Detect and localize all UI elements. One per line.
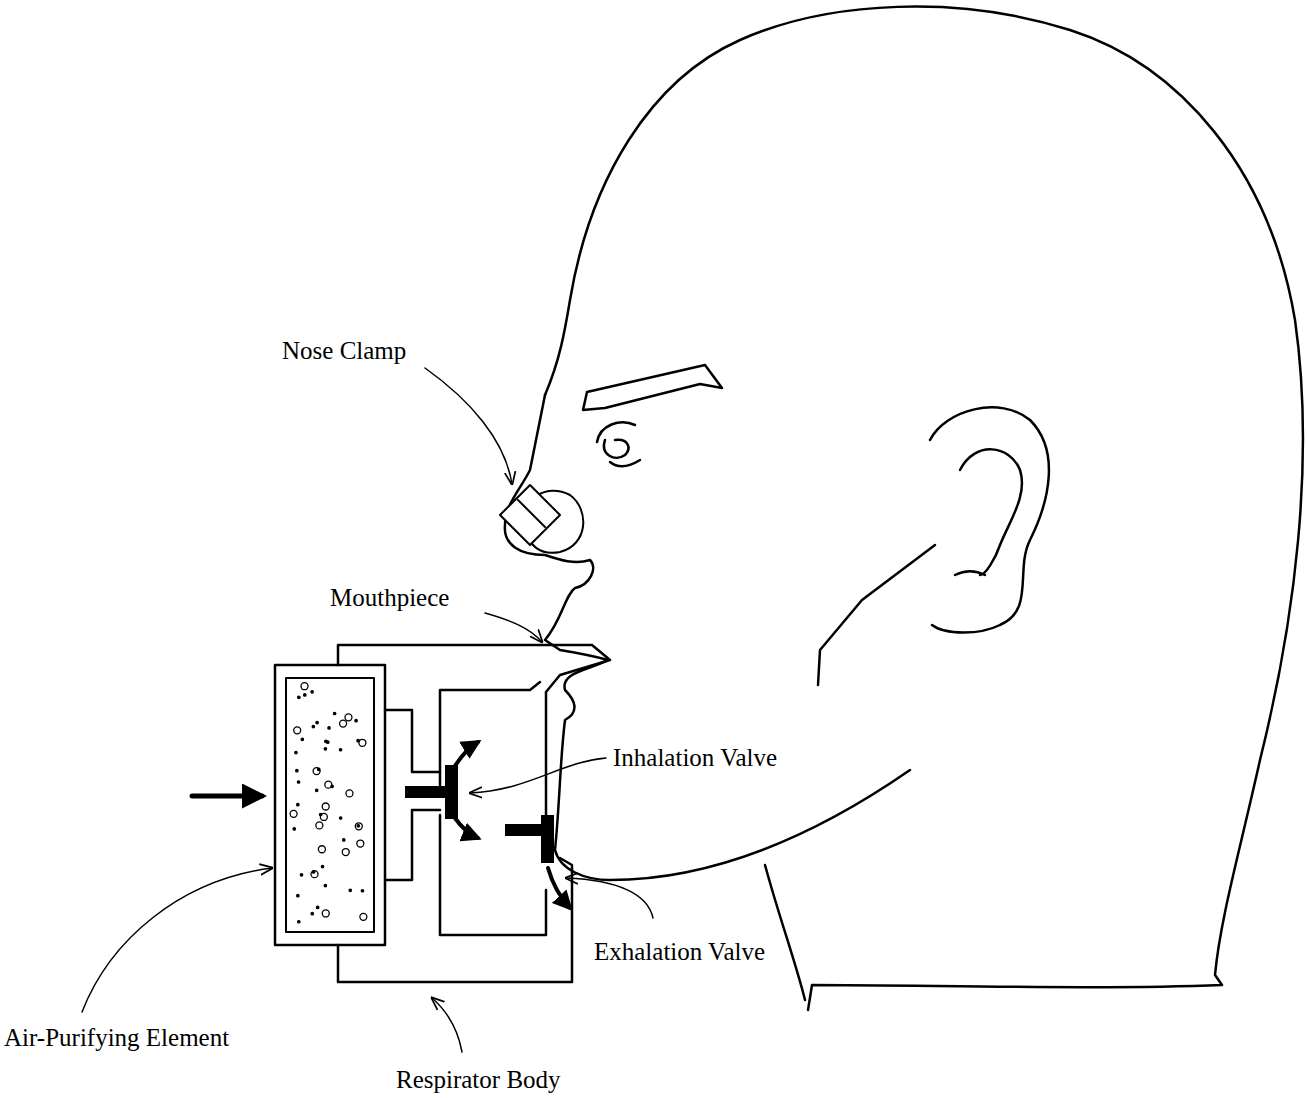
inhalation-valve bbox=[405, 786, 445, 798]
nose-clamp-bar bbox=[500, 485, 560, 545]
leader-line bbox=[566, 878, 653, 918]
part-label: Exhalation Valve bbox=[594, 938, 765, 966]
neck-front bbox=[765, 865, 805, 1000]
head-outline bbox=[545, 7, 1303, 1010]
part-label: Nose Clamp bbox=[282, 337, 406, 365]
exhalation-valve bbox=[505, 824, 541, 836]
part-label: Respirator Body bbox=[396, 1066, 561, 1094]
leader-line bbox=[470, 758, 606, 793]
air-purifying-element bbox=[275, 665, 385, 945]
leader-line bbox=[82, 868, 272, 1012]
leader-line bbox=[425, 368, 512, 484]
part-label: Air-Purifying Element bbox=[4, 1024, 229, 1052]
cheek-line bbox=[818, 545, 935, 685]
inflow-arrow bbox=[192, 794, 262, 799]
ear bbox=[930, 407, 1049, 632]
eyebrow bbox=[583, 365, 722, 410]
part-label: Mouthpiece bbox=[330, 584, 449, 612]
eye bbox=[597, 422, 640, 466]
face-profile bbox=[505, 395, 910, 880]
respirator-body bbox=[338, 645, 610, 935]
part-label: Inhalation Valve bbox=[613, 744, 777, 772]
leader-line bbox=[432, 998, 462, 1052]
leader-line bbox=[485, 613, 542, 642]
